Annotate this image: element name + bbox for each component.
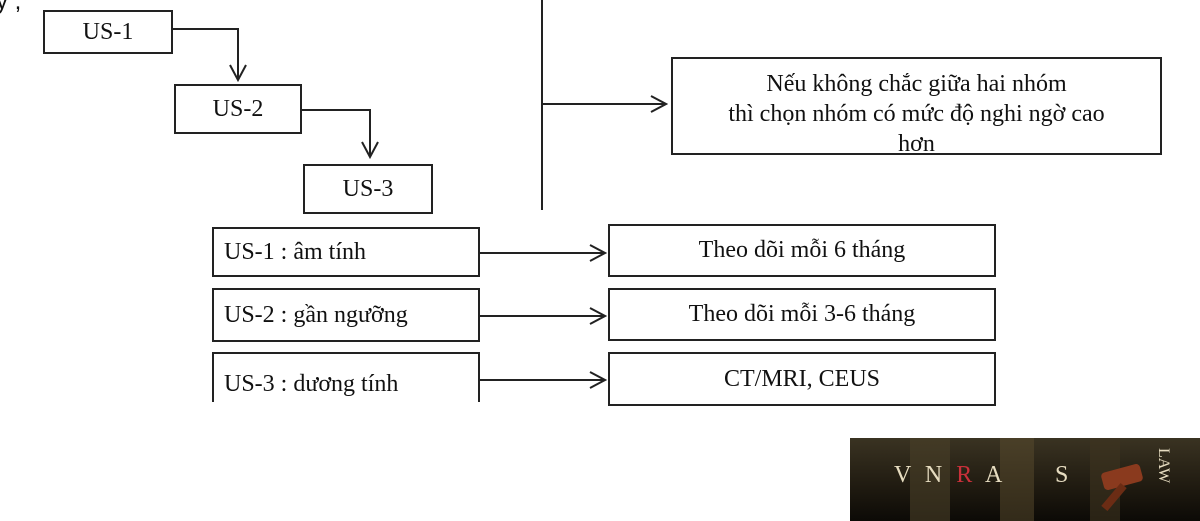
step-label: US-1 [82, 18, 134, 45]
arrow-us1-us2 [172, 28, 238, 80]
result-box-3: US-3 : dương tính [212, 352, 480, 402]
logo-side-text: LAW [1155, 448, 1172, 484]
action-label: Theo dõi mỗi 3-6 tháng [688, 301, 916, 327]
logo-letter: V [894, 462, 915, 488]
gavel-icon [1101, 464, 1143, 512]
step-label: US-3 [342, 175, 394, 202]
action-label: Theo dõi mỗi 6 tháng [698, 237, 906, 263]
note-box: Nếu không chắc giữa hai nhóm thì chọn nh… [671, 57, 1162, 155]
note-line-2: thì chọn nhóm có mức độ nghi ngờ cao [728, 101, 1105, 127]
note-line-3: hơn [898, 131, 935, 155]
step-us-1: US-1 [43, 10, 173, 54]
step-us-2: US-2 [174, 84, 302, 134]
result-label: US-3 : dương tính [224, 371, 399, 397]
action-box-3: CT/MRI, CEUS [608, 352, 996, 406]
action-box-2: Theo dõi mỗi 3-6 tháng [608, 288, 996, 341]
result-box-2: US-2 : gần ngưỡng [212, 288, 480, 342]
logo-letter: S [1054, 462, 1073, 488]
result-label: US-2 : gần ngưỡng [224, 301, 408, 328]
logo-letter: N [924, 462, 947, 488]
step-us-3: US-3 [303, 164, 433, 214]
vnras-logo: V N R A S LAW [850, 438, 1200, 521]
result-box-1: US-1 : âm tính [212, 227, 480, 277]
arrow-us2-us3 [302, 109, 370, 157]
step-label: US-2 [212, 95, 264, 122]
action-box-1: Theo dõi mỗi 6 tháng [608, 224, 996, 277]
result-label: US-1 : âm tính [224, 238, 366, 265]
note-line-1: Nếu không chắc giữa hai nhóm [766, 71, 1067, 97]
action-label: CT/MRI, CEUS [723, 365, 881, 392]
logo-letter: A [984, 462, 1005, 488]
logo-letter: R [956, 462, 977, 488]
header-fragment: y , [0, 0, 22, 15]
